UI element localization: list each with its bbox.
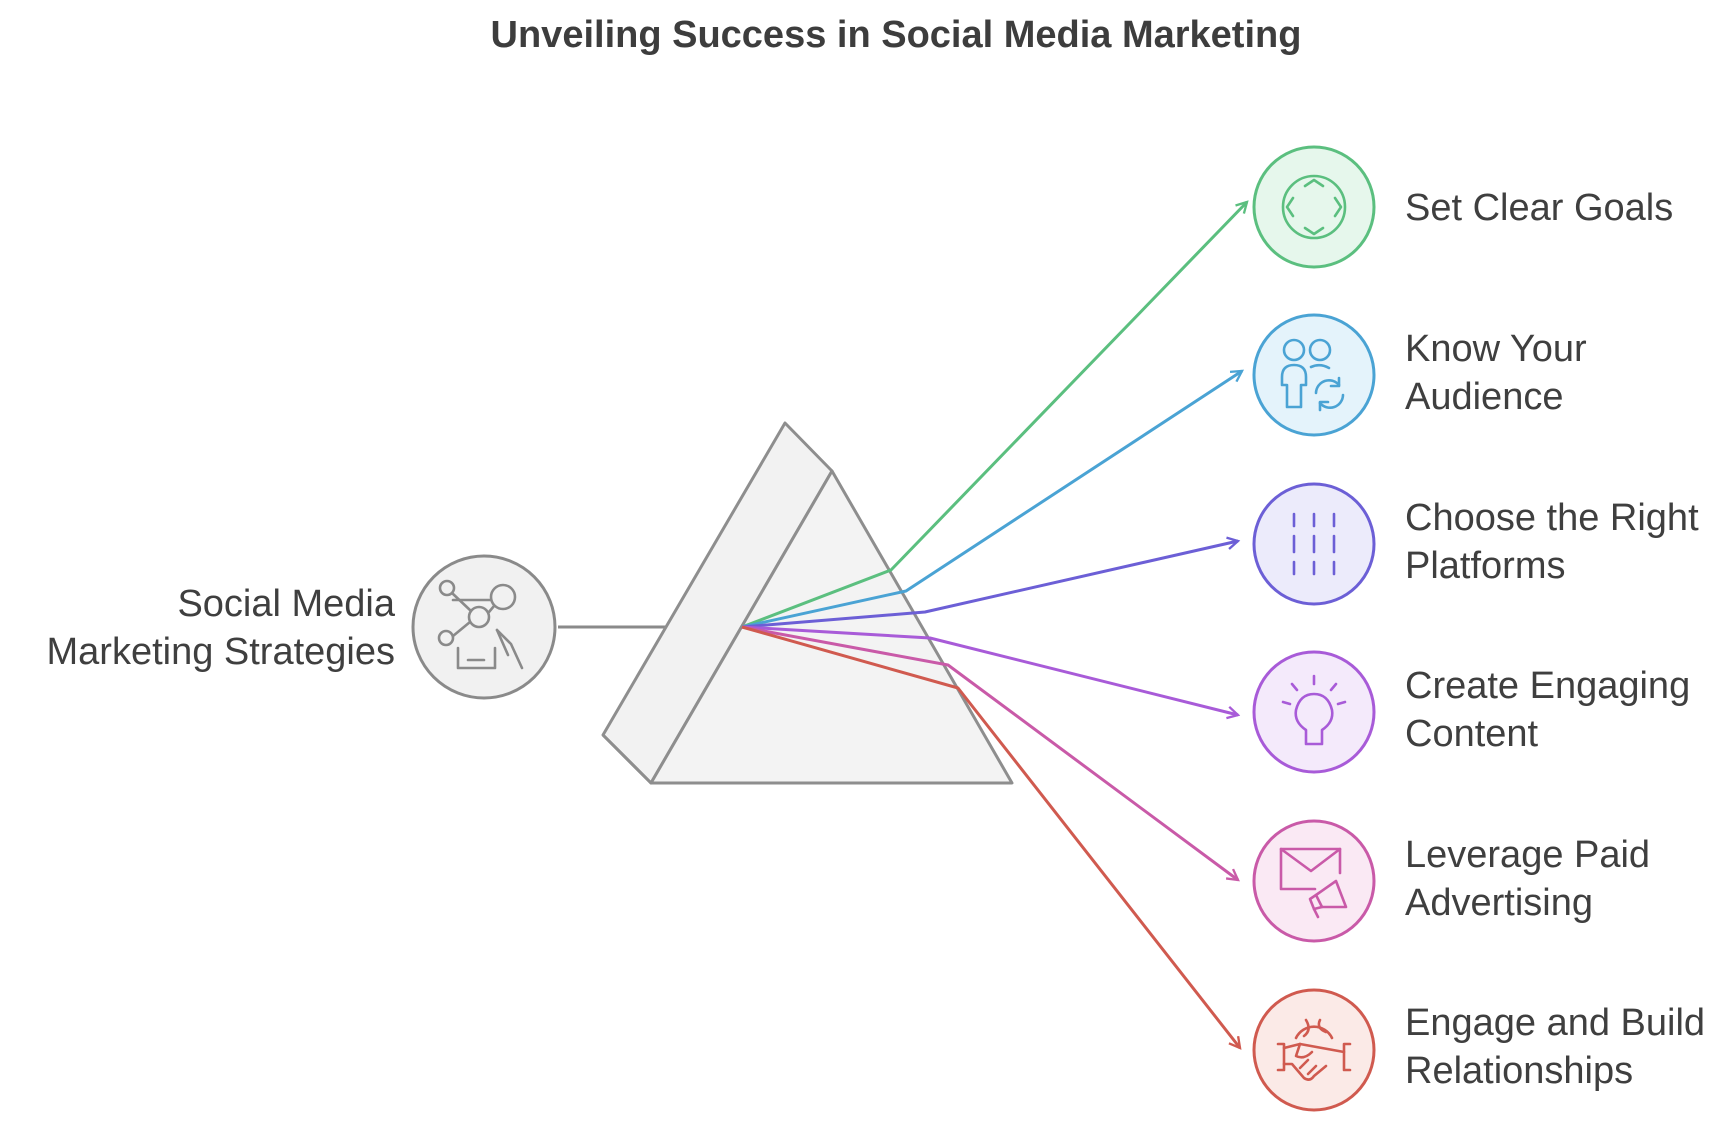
item-label-line: Create Engaging	[1405, 665, 1691, 707]
item-nodes	[1252, 145, 1376, 1112]
diagram-title: Unveiling Success in Social Media Market…	[490, 14, 1302, 56]
ray-3	[741, 541, 1238, 629]
ray-1	[741, 202, 1247, 629]
item-node-6[interactable]	[1252, 988, 1376, 1112]
item-label-engage-relationships: Engage and Build Relationships	[1405, 999, 1715, 1095]
item-label-line: Relationships	[1405, 1050, 1634, 1092]
item-node-2[interactable]	[1252, 313, 1376, 437]
item-label-line: Leverage Paid	[1405, 834, 1651, 876]
item-label-line: Platforms	[1405, 545, 1566, 587]
handshake-globe-icon	[1276, 1018, 1352, 1081]
item-label-line: Set Clear Goals	[1405, 187, 1674, 229]
item-label-line: Engage and Build	[1405, 1002, 1706, 1044]
item-label-line: Advertising	[1405, 882, 1593, 924]
refracted-rays	[741, 202, 1247, 1048]
item-node-1[interactable]	[1252, 145, 1376, 269]
item-node-3[interactable]	[1252, 482, 1376, 606]
prism	[601, 421, 1014, 785]
item-node-4[interactable]	[1252, 650, 1376, 774]
ray-5	[741, 625, 1238, 880]
users-refresh-icon	[1280, 338, 1345, 412]
mail-megaphone-icon	[1279, 847, 1348, 919]
item-label-line: Audience	[1405, 376, 1564, 418]
item-label-line: Content	[1405, 713, 1539, 755]
columns-icon	[1292, 512, 1336, 576]
ray-2	[741, 371, 1242, 629]
lightbulb-icon	[1281, 674, 1347, 746]
item-label-line: Choose the Right	[1405, 497, 1699, 539]
item-label-choose-platforms: Choose the Right Platforms	[1405, 494, 1715, 590]
source-label: Social Media Marketing Strategies	[0, 580, 396, 676]
ray-4	[741, 625, 1238, 715]
target-icon	[1281, 174, 1347, 240]
item-label-know-your-audience: Know Your Audience	[1405, 325, 1715, 421]
source-label-line: Social Media	[177, 583, 395, 625]
item-label-create-content: Create Engaging Content	[1405, 662, 1715, 758]
item-label-line: Know Your	[1405, 328, 1587, 370]
item-node-5[interactable]	[1252, 819, 1376, 943]
ray-6	[741, 625, 1240, 1048]
source-label-line: Marketing Strategies	[46, 631, 396, 673]
item-label-paid-advertising: Leverage Paid Advertising	[1405, 831, 1715, 927]
source-node[interactable]	[411, 554, 557, 700]
social-network-phone-icon	[437, 579, 524, 670]
item-label-set-clear-goals: Set Clear Goals	[1405, 184, 1715, 232]
